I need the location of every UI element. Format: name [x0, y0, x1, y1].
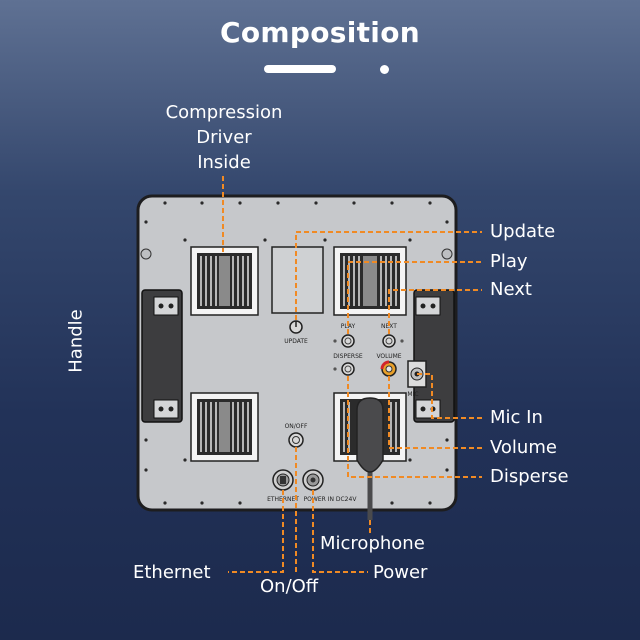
- play-button: [341, 334, 355, 348]
- panel-text-update: UPDATE: [284, 338, 308, 345]
- callout-play: [347, 261, 482, 334]
- label-mic-in: Mic In: [490, 407, 543, 428]
- panel-text-on-off: ON/OFF: [285, 423, 308, 430]
- label-volume: Volume: [490, 437, 557, 458]
- callout-ethernet: [228, 490, 284, 573]
- label-on-off: On/Off: [260, 576, 319, 597]
- callout-disperse: [347, 376, 482, 478]
- label-power: Power: [373, 562, 428, 583]
- ethernet-port: [272, 469, 294, 491]
- callout-power: [312, 490, 368, 573]
- title-underline-bar: [264, 65, 336, 73]
- panel-text-mic: MIC: [407, 391, 418, 398]
- title-underline-dot: [380, 65, 389, 74]
- page-title: Composition: [220, 16, 420, 49]
- panel-text-disperse: DISPERSE: [333, 353, 363, 360]
- label-compression-driver: Compression Driver Inside: [150, 102, 298, 174]
- panel-text-power-in: POWER IN DC24V: [304, 496, 358, 503]
- label-disperse: Disperse: [490, 466, 569, 487]
- panel-text-play: PLAY: [341, 323, 356, 330]
- label-ethernet: Ethernet: [133, 562, 211, 583]
- disperse-knob: [341, 362, 355, 376]
- panel-text-volume: VOLUME: [376, 353, 401, 360]
- power-port: [302, 469, 324, 491]
- label-microphone: Microphone: [320, 533, 425, 554]
- label-compression-line-3: Inside: [197, 152, 251, 173]
- grille-top-left: [190, 246, 259, 316]
- callout-update: [295, 231, 482, 320]
- grille-bottom-left: [190, 392, 259, 462]
- callout-mic-in: [417, 373, 482, 419]
- label-compression-line-2: Driver: [196, 127, 252, 148]
- label-next: Next: [490, 279, 532, 300]
- label-update: Update: [490, 221, 556, 242]
- panel-text-next: NEXT: [381, 323, 397, 330]
- label-compression-line-1: Compression: [165, 102, 283, 123]
- callout-volume: [388, 376, 482, 449]
- next-button: [382, 334, 396, 348]
- callout-lines: [222, 176, 482, 574]
- label-handle: Handle: [65, 309, 87, 373]
- grille-top-right: [333, 246, 407, 316]
- callout-next: [388, 289, 482, 334]
- label-play: Play: [490, 251, 528, 272]
- microphone-plug: [356, 397, 384, 473]
- on-off-switch: [288, 432, 304, 448]
- update-window: [271, 246, 324, 314]
